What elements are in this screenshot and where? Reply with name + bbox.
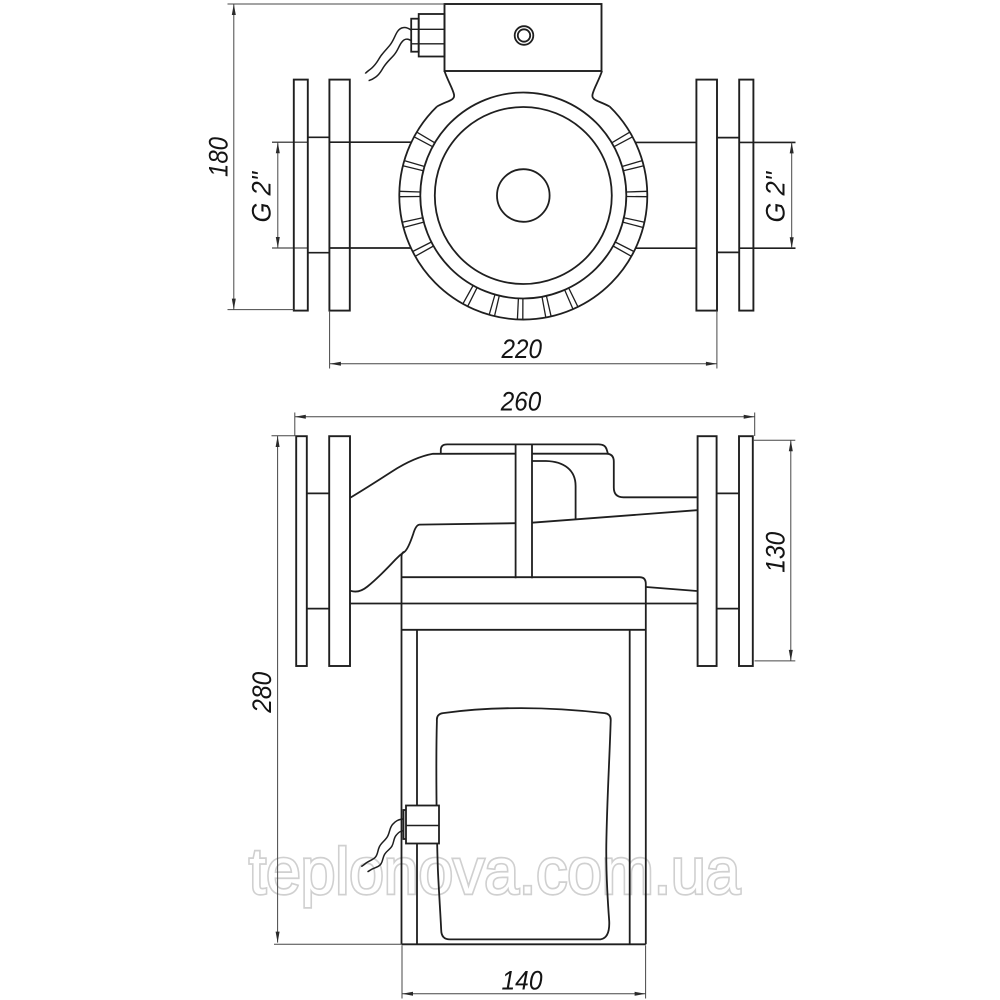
svg-text:G 2": G 2" [761,171,791,223]
svg-text:180: 180 [204,137,234,177]
svg-text:280: 280 [247,672,277,714]
svg-text:260: 260 [500,387,541,417]
svg-text:130: 130 [760,532,790,573]
svg-text:220: 220 [501,334,542,364]
svg-text:G 2": G 2" [246,171,276,223]
svg-text:teplonova.com.ua: teplonova.com.ua [249,835,741,908]
svg-text:140: 140 [502,966,543,996]
